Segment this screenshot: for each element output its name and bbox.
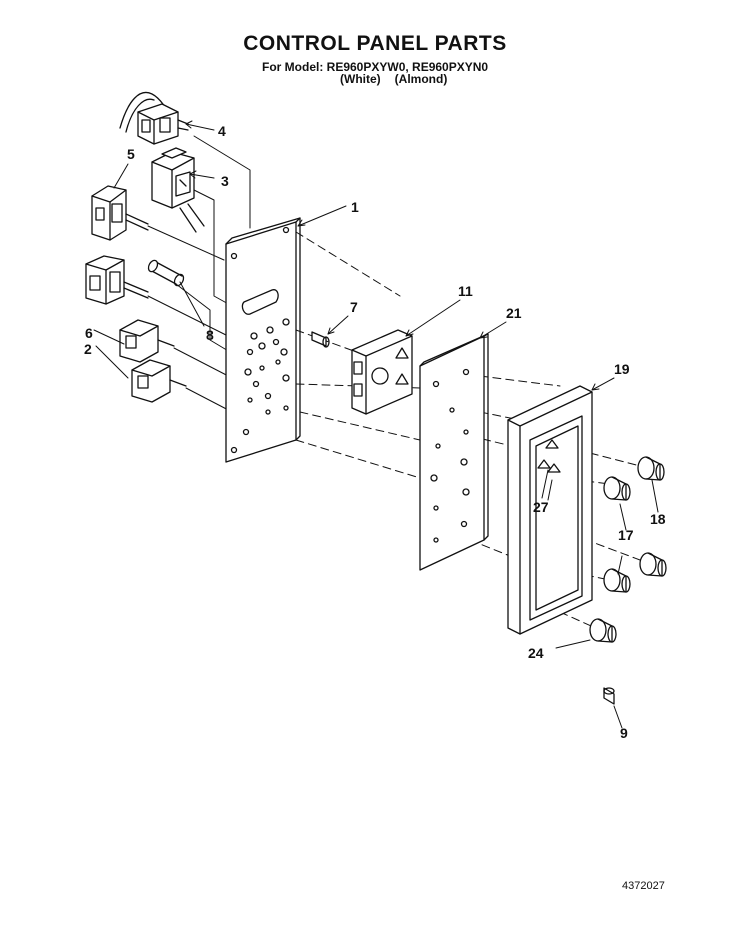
callout-8: 8 [206, 327, 214, 343]
leader-lines [93, 120, 659, 729]
callout-6: 6 [85, 325, 93, 341]
part-1-control-panel [225, 217, 301, 463]
callout-labels: 1 2 3 4 5 6 7 8 9 11 17 18 19 21 24 27 [84, 123, 666, 741]
callout-1: 1 [351, 199, 359, 215]
callout-2: 2 [84, 341, 92, 357]
callout-18: 18 [650, 511, 666, 527]
diagram-title: CONTROL PANEL PARTS [243, 32, 507, 55]
callout-9: 9 [620, 725, 628, 741]
part-18-knob-lower [639, 552, 667, 577]
part-3-switch [151, 147, 205, 233]
callout-24: 24 [528, 645, 544, 661]
callout-21: 21 [506, 305, 522, 321]
part-2-rotary-switch-upper [119, 319, 175, 363]
color-almond: (Almond) [394, 72, 448, 86]
part-7-plunger [311, 331, 330, 348]
part-2-rotary-switch-lower [131, 359, 187, 403]
part-27-lenses [537, 439, 561, 473]
part-17-knob-upper [603, 476, 631, 501]
callout-11: 11 [458, 283, 473, 299]
callout-3: 3 [221, 173, 229, 189]
part-9-spacer [603, 687, 615, 705]
callout-4: 4 [218, 123, 226, 139]
document-number: 4372027 [622, 880, 665, 892]
model-line: For Model: RE960PXYW0, RE960PXYN0 [262, 60, 489, 74]
callout-27: 27 [533, 499, 549, 515]
part-8-bushing [147, 259, 185, 287]
callout-19: 19 [614, 361, 630, 377]
part-17-knob-lower [603, 568, 631, 593]
color-variants: (White) (Almond) [340, 72, 461, 86]
part-6-switch [85, 255, 149, 305]
callout-17: 17 [618, 527, 634, 543]
callout-7: 7 [350, 299, 358, 315]
color-white: (White) [340, 72, 381, 86]
part-24-knob [589, 618, 617, 643]
part-4-switch [119, 91, 189, 145]
part-5-timer [91, 185, 149, 241]
part-21-overlay [419, 333, 489, 571]
part-18-knob-upper [637, 456, 665, 481]
part-11-timer-module [351, 329, 413, 415]
part-19-bezel [507, 385, 593, 635]
callout-5: 5 [127, 146, 135, 162]
